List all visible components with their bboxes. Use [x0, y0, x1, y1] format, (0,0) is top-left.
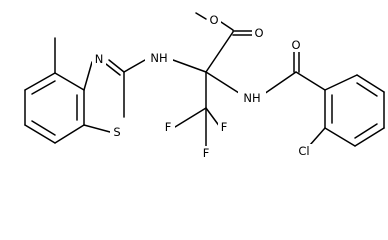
bond-c7a-s	[83, 124, 111, 133]
ester-oxygen-label: O	[209, 13, 218, 27]
fluorine-low-bg	[200, 146, 213, 161]
nh-left-bg	[145, 51, 173, 66]
chlorine-label: Cl	[298, 144, 309, 158]
bonds	[24, 12, 385, 147]
fluorine-left-label: F	[165, 120, 172, 134]
ring-nitrogen-label: N	[95, 52, 104, 66]
bond-c4-c5-inner	[31, 80, 56, 95]
bond-quaternary-nh-left	[172, 59, 207, 73]
bond-ar6-chlorine	[309, 127, 326, 146]
bond-nh-thiazole-c2	[123, 59, 146, 73]
bond-quaternary-nh-right	[205, 71, 240, 94]
bond-amide-aryl	[295, 71, 326, 91]
ester-oxygen-bg	[207, 13, 221, 27]
bond-c3a-c4	[54, 72, 85, 91]
bond-ar4-ar5	[354, 127, 385, 147]
amide-oxygen-label: O	[291, 38, 300, 52]
bond-ester-o-carbonyl	[220, 21, 234, 31]
bond-nh-amide-carbon	[263, 71, 297, 95]
ring-sulfur-label: S	[113, 125, 120, 139]
bond-ar1-ar2	[324, 74, 358, 91]
bond-ar2-ar3-inner	[356, 82, 378, 97]
atom-labels: O O O NH NH N S F F F Cl	[92, 13, 316, 161]
nh-right-bg	[238, 91, 266, 106]
bond-ar4-ar5-inner	[354, 123, 378, 139]
carbonyl-oxygen-bg	[252, 26, 266, 40]
bond-c6-c7-inner	[31, 120, 56, 136]
ring-sulfur-bg	[110, 125, 124, 140]
nh-left-label: NH	[150, 51, 167, 65]
bond-c6-c7	[24, 124, 56, 144]
bond-ar5-ar6	[324, 127, 356, 147]
bond-cf3-f-mid	[205, 107, 221, 128]
bond-carbonyl-quaternary	[205, 31, 234, 73]
chlorine-bg	[293, 144, 316, 159]
bond-ar2-ar3	[356, 74, 385, 93]
amide-oxygen-bg	[289, 38, 303, 52]
ring-nitrogen-bg	[92, 52, 106, 66]
fluorine-left-bg	[162, 120, 175, 135]
bond-c2-n-double-b	[105, 63, 121, 76]
molecule-structure: O O O NH NH N S F F F Cl	[24, 12, 385, 161]
bond-n-c3a	[83, 61, 93, 91]
fluorine-mid-bg	[218, 120, 231, 135]
nh-right-label: NH	[243, 91, 260, 105]
fluorine-low-label: F	[203, 146, 210, 160]
bond-cf3-f-left	[174, 107, 207, 128]
fluorine-mid-label: F	[221, 120, 228, 134]
carbonyl-oxygen-label: O	[254, 26, 263, 40]
bond-c7-c7a	[54, 124, 85, 144]
bond-c4-c5	[24, 72, 56, 91]
bond-c2-n-double-a	[108, 59, 125, 73]
bond-methyl-ester-o	[195, 12, 207, 20]
